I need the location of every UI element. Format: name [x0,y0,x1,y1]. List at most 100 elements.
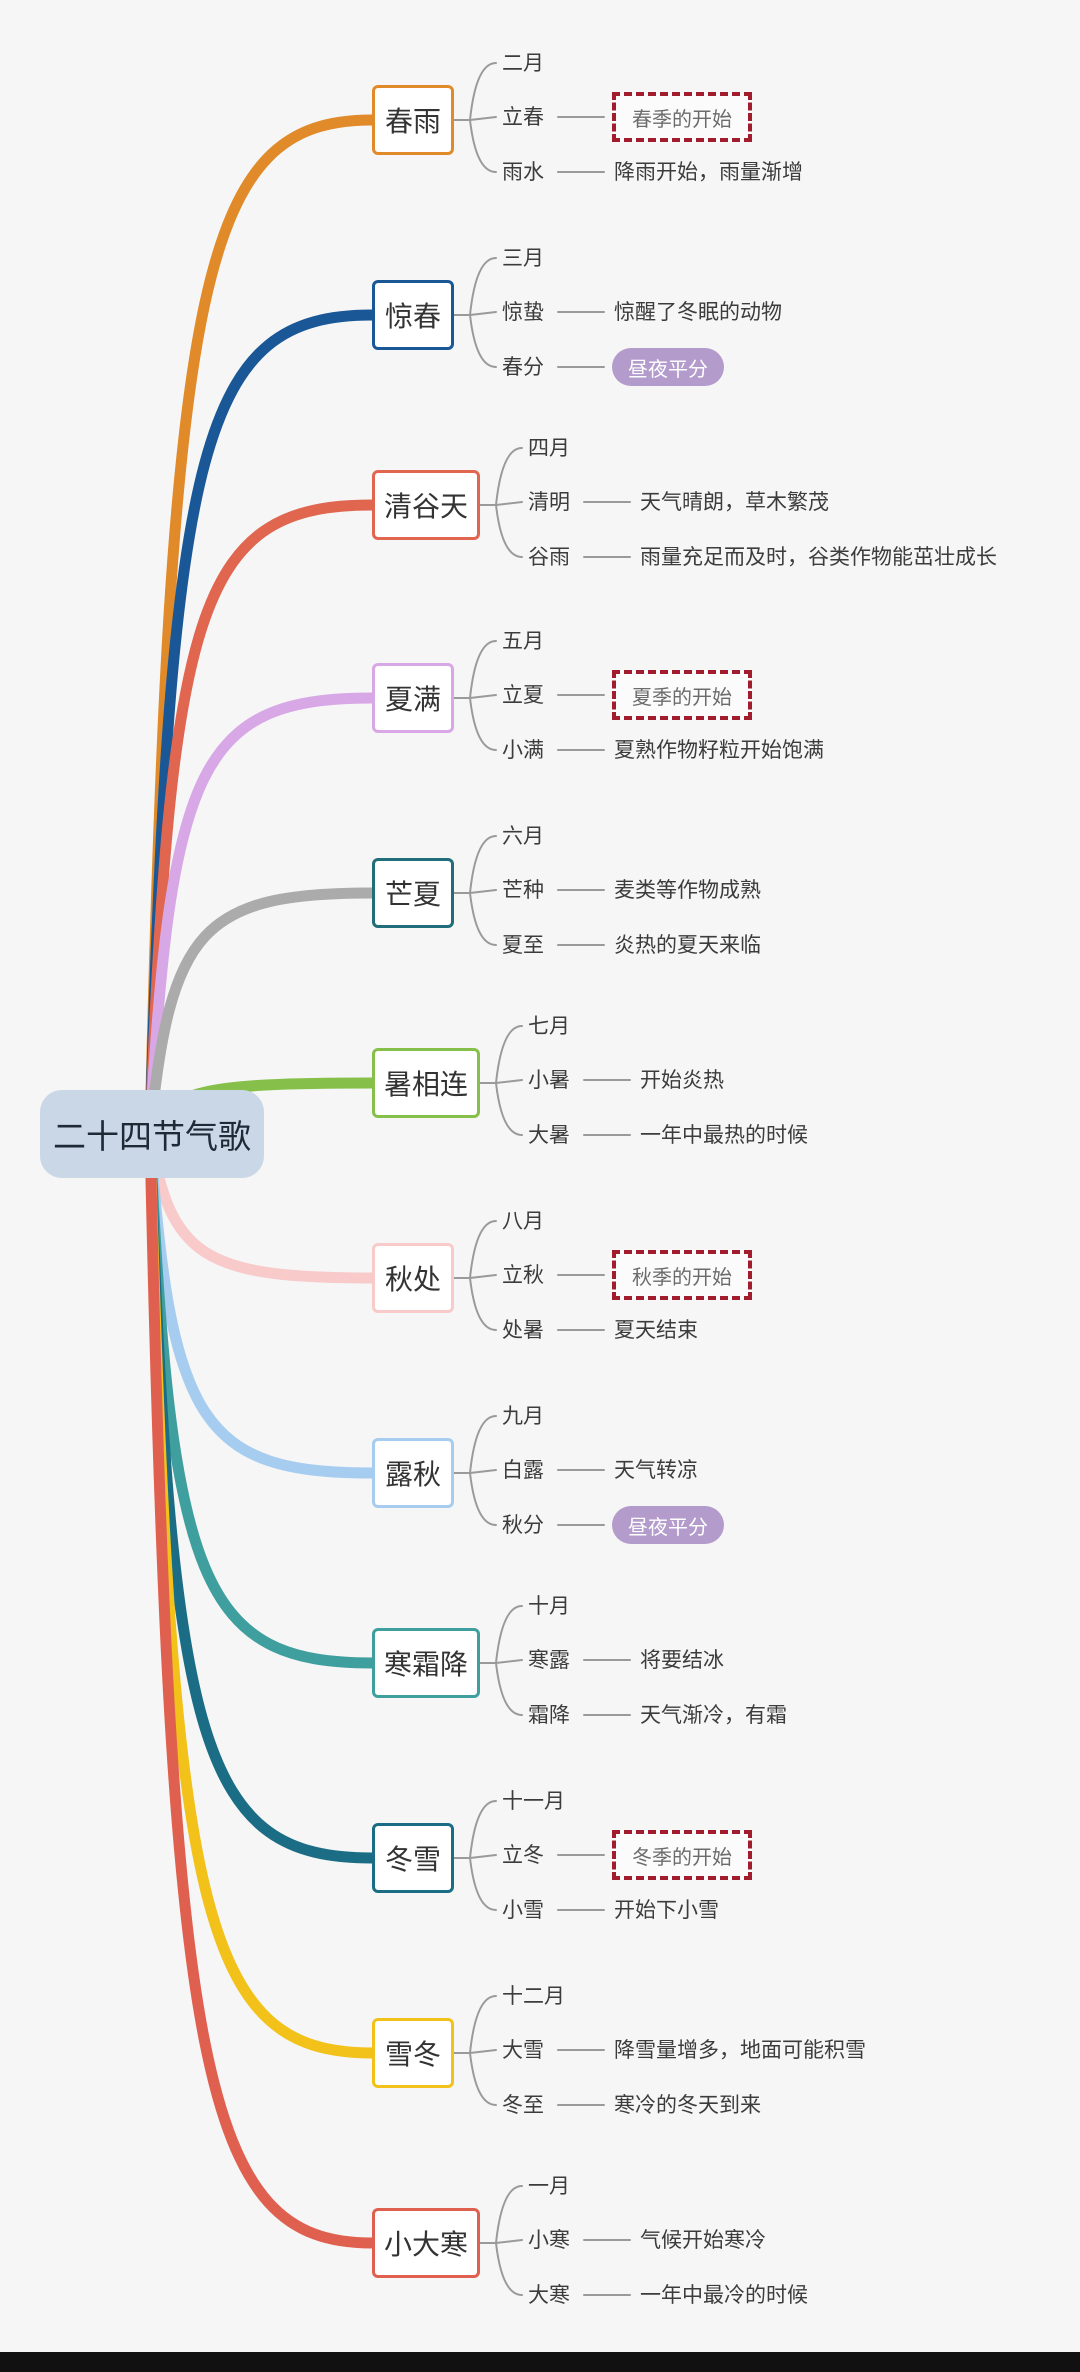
term-label[interactable]: 三月 [502,246,544,270]
term-label[interactable]: 小雪 [502,1898,544,1922]
bracket-mid-4 [469,694,497,699]
term-label[interactable]: 小满 [502,738,544,762]
term-label[interactable]: 立春 [502,105,544,129]
term-label[interactable]: 九月 [502,1404,544,1428]
term-label[interactable]: 大寒 [528,2283,570,2307]
topic-node-3[interactable]: 清谷天 [372,470,480,540]
term-description: 夏天结束 [614,1318,698,1342]
term-description: 天气渐冷，有霜 [640,1703,787,1727]
term-description: 气候开始寒冷 [640,2228,766,2252]
term-description: 麦类等作物成熟 [614,878,761,902]
term-description: 寒冷的冬天到来 [614,2093,761,2117]
term-label[interactable]: 寒露 [528,1648,570,1672]
bracket-arm-10-0 [469,1800,497,1859]
bracket-arm-8-0 [469,1415,497,1474]
term-label[interactable]: 惊蛰 [502,300,544,324]
bracket-mid-3 [495,501,523,506]
topic-node-4[interactable]: 夏满 [372,663,454,733]
term-label[interactable]: 清明 [528,490,570,514]
term-label[interactable]: 立夏 [502,683,544,707]
bracket-arm-2-0 [469,257,497,316]
topic-node-6[interactable]: 暑相连 [372,1048,480,1118]
term-label[interactable]: 八月 [502,1209,544,1233]
topic-node-9[interactable]: 寒霜降 [372,1628,480,1698]
term-label[interactable]: 小寒 [528,2228,570,2252]
bracket-arm-5-0 [469,835,497,894]
season-start-callout[interactable]: 夏季的开始 [612,670,752,720]
term-label[interactable]: 霜降 [528,1703,570,1727]
topic-node-8[interactable]: 露秋 [372,1438,454,1508]
branch-line-9 [144,1128,378,1669]
bracket-arm-6-0 [495,1025,523,1084]
term-description: 一年中最冷的时候 [640,2283,808,2307]
branch-line-5 [144,887,378,1140]
bracket-mid-2 [469,311,497,316]
topic-node-1[interactable]: 春雨 [372,85,454,155]
bracket-arm-5-2 [469,892,497,946]
bracket-arm-7-0 [469,1220,497,1279]
topic-node-12[interactable]: 小大寒 [372,2208,480,2278]
bracket-mid-8 [469,1469,497,1474]
bracket-mid-1 [469,116,497,121]
topic-node-2[interactable]: 惊春 [372,280,454,350]
term-description: 降雨开始，雨量渐增 [614,160,803,184]
bracket-arm-3-2 [495,504,523,558]
term-description: 开始下小雪 [614,1898,719,1922]
bracket-mid-11 [469,2049,497,2054]
term-description: 天气转凉 [614,1458,698,1482]
season-start-callout[interactable]: 冬季的开始 [612,1830,752,1880]
term-label[interactable]: 大雪 [502,2038,544,2062]
topic-node-7[interactable]: 秋处 [372,1243,454,1313]
bracket-arm-11-0 [469,1995,497,2054]
term-label[interactable]: 五月 [502,629,544,653]
topic-node-5[interactable]: 芒夏 [372,858,454,928]
equinox-pill[interactable]: 昼夜平分 [612,348,724,386]
term-label[interactable]: 十一月 [502,1789,565,1813]
term-label[interactable]: 白露 [502,1458,544,1482]
term-label[interactable]: 立秋 [502,1263,544,1287]
term-label[interactable]: 雨水 [502,160,544,184]
bracket-arm-8-2 [469,1472,497,1526]
term-label[interactable]: 春分 [502,355,544,379]
topic-node-11[interactable]: 雪冬 [372,2018,454,2088]
bracket-arm-9-0 [495,1605,523,1664]
term-label[interactable]: 芒种 [502,878,544,902]
season-start-callout[interactable]: 秋季的开始 [612,1250,752,1300]
term-label[interactable]: 冬至 [502,2093,544,2117]
topic-node-10[interactable]: 冬雪 [372,1823,454,1893]
term-label[interactable]: 小暑 [528,1068,570,1092]
term-label[interactable]: 谷雨 [528,545,570,569]
term-label[interactable]: 秋分 [502,1513,544,1537]
term-label[interactable]: 十月 [528,1594,570,1618]
bracket-arm-3-0 [495,447,523,506]
central-topic[interactable]: 二十四节气歌 [40,1090,264,1178]
term-label[interactable]: 十二月 [502,1984,565,2008]
term-label[interactable]: 处暑 [502,1318,544,1342]
bracket-mid-12 [495,2239,523,2244]
term-label[interactable]: 夏至 [502,933,544,957]
term-description: 夏熟作物籽粒开始饱满 [614,738,824,762]
bracket-mid-7 [469,1274,497,1279]
bracket-mid-9 [495,1659,523,1664]
term-label[interactable]: 六月 [502,824,544,848]
bracket-arm-1-0 [469,62,497,121]
term-label[interactable]: 一月 [528,2174,570,2198]
term-label[interactable]: 二月 [502,51,544,75]
term-label[interactable]: 立冬 [502,1843,544,1867]
bracket-arm-4-0 [469,640,497,699]
bracket-arm-4-2 [469,697,497,751]
bottom-bar [0,2352,1080,2372]
branch-line-12 [144,1128,378,2249]
bracket-arm-11-2 [469,2052,497,2106]
bracket-arm-2-2 [469,314,497,368]
equinox-pill[interactable]: 昼夜平分 [612,1506,724,1544]
term-label[interactable]: 四月 [528,436,570,460]
term-description: 将要结冰 [640,1648,724,1672]
term-description: 一年中最热的时候 [640,1123,808,1147]
branch-line-3 [144,499,378,1140]
term-label[interactable]: 大暑 [528,1123,570,1147]
term-label[interactable]: 七月 [528,1014,570,1038]
season-start-callout[interactable]: 春季的开始 [612,92,752,142]
bracket-arm-12-2 [495,2242,523,2296]
